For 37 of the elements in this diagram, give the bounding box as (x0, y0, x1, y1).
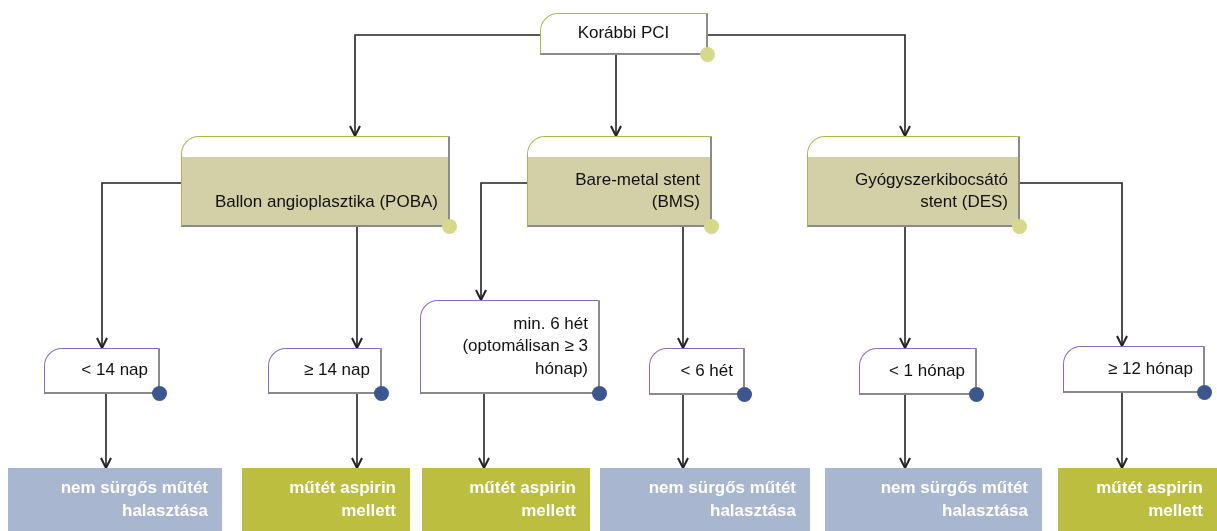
arrow (1019, 182, 1128, 347)
box-label: < 14 nap (81, 359, 148, 382)
arrow (677, 226, 689, 349)
box-label: < 1 hónap (888, 359, 965, 382)
box-label: műtét aspirin mellett (288, 477, 396, 522)
outcome-box (1058, 468, 1217, 531)
arrow (100, 393, 112, 469)
box-label: ≥ 14 nap (303, 359, 370, 382)
outcome-box (242, 468, 410, 531)
arrow (610, 54, 622, 137)
box-label: nem sürgős műtét halasztása (59, 477, 208, 522)
box-label: nem sürgős műtét halasztása (879, 477, 1028, 522)
arrow (96, 182, 182, 349)
box-label: < 6 hét (680, 359, 733, 382)
arrow (1116, 392, 1128, 469)
arrow (478, 393, 490, 469)
box-label: Korábbi PCI (577, 22, 670, 45)
arrow (677, 394, 689, 469)
arrow (899, 226, 911, 349)
arrow (351, 226, 363, 349)
arrow (899, 394, 911, 469)
outcome-box (825, 468, 1042, 531)
outcome-box (422, 468, 590, 531)
box-label: műtét aspirin mellett (468, 477, 576, 522)
arrow (351, 393, 363, 469)
box-label: ≥ 12 hónap (1108, 357, 1193, 380)
box-label: Bare-metal stent (BMS) (574, 168, 700, 213)
box-label: Ballon angioplasztika (POBA) (215, 190, 438, 213)
box-label: min. 6 hét (optomálisan ≥ 3 hónap) (461, 313, 588, 380)
outcome-box (600, 468, 810, 531)
box-label: Gyógyszerkibocsátó stent (DES) (853, 168, 1008, 213)
box-label: nem sürgős műtét halasztása (647, 477, 796, 522)
box-label: műtét aspirin mellett (1095, 477, 1203, 522)
outcome-box (8, 468, 222, 531)
arrow (707, 34, 911, 137)
arrow (475, 182, 528, 301)
arrow (349, 34, 541, 137)
